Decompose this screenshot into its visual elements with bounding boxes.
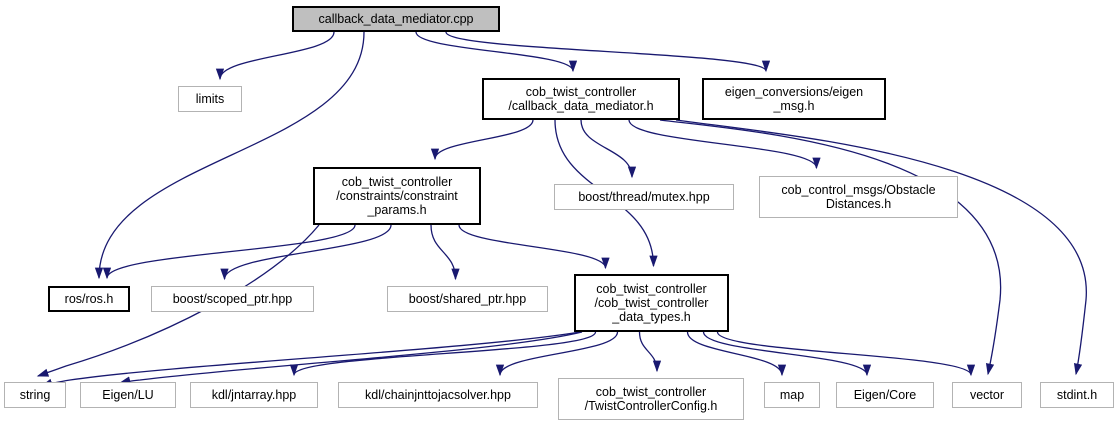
graph-node-stdint[interactable]: stdint.h bbox=[1040, 382, 1114, 408]
graph-edge-cdmh-to-cparams bbox=[430, 119, 534, 161]
graph-edge-cparams-to-rosros bbox=[102, 224, 356, 280]
graph-edge-cdmh-to-obstacle bbox=[628, 119, 821, 170]
graph-edge-cdmh-to-mutex bbox=[580, 119, 637, 179]
graph-node-cparams[interactable]: cob_twist_controller /constraints/constr… bbox=[313, 167, 481, 225]
graph-edge-cparams-to-datatypes bbox=[458, 224, 610, 270]
graph-node-jntarray[interactable]: kdl/jntarray.hpp bbox=[190, 382, 318, 408]
graph-edge-cdmh-to-stdint bbox=[675, 119, 1087, 376]
graph-edge-datatypes-to-twistcfg bbox=[638, 331, 662, 373]
graph-node-twistcfg[interactable]: cob_twist_controller /TwistControllerCon… bbox=[558, 378, 744, 420]
graph-edge-root-to-eigenmsg bbox=[445, 31, 770, 73]
graph-edge-cdmh-to-vector bbox=[659, 119, 1002, 376]
graph-node-mutex[interactable]: boost/thread/mutex.hpp bbox=[554, 184, 734, 210]
graph-node-jacsolver[interactable]: kdl/chainjnttojacsolver.hpp bbox=[338, 382, 538, 408]
graph-node-eigenmsg[interactable]: eigen_conversions/eigen _msg.h bbox=[702, 78, 886, 120]
graph-node-scopedptr[interactable]: boost/scoped_ptr.hpp bbox=[151, 286, 314, 312]
graph-node-eigencore[interactable]: Eigen/Core bbox=[836, 382, 934, 408]
graph-node-vector[interactable]: vector bbox=[952, 382, 1022, 408]
graph-node-sharedptr[interactable]: boost/shared_ptr.hpp bbox=[387, 286, 548, 312]
graph-edge-cparams-to-scopedptr bbox=[220, 224, 392, 281]
graph-edge-datatypes-to-vector bbox=[716, 331, 976, 377]
graph-edge-cparams-to-sharedptr bbox=[430, 224, 460, 281]
graph-edge-datatypes-to-map bbox=[686, 331, 787, 377]
graph-edge-datatypes-to-string bbox=[40, 331, 581, 387]
graph-edge-datatypes-to-eigenlu bbox=[118, 331, 583, 385]
graph-node-obstacle[interactable]: cob_control_msgs/Obstacle Distances.h bbox=[759, 176, 958, 218]
graph-node-rosros[interactable]: ros/ros.h bbox=[48, 286, 130, 312]
graph-node-string[interactable]: string bbox=[4, 382, 66, 408]
graph-node-cdmh[interactable]: cob_twist_controller /callback_data_medi… bbox=[482, 78, 680, 120]
graph-edge-root-to-limits bbox=[215, 31, 335, 81]
graph-edge-cparams-to-string bbox=[36, 224, 320, 377]
graph-node-root[interactable]: callback_data_mediator.cpp bbox=[292, 6, 500, 32]
graph-edge-datatypes-to-jacsolver bbox=[495, 331, 619, 377]
graph-node-map[interactable]: map bbox=[764, 382, 820, 408]
graph-edge-datatypes-to-eigencore bbox=[702, 331, 872, 377]
graph-edge-root-to-rosros bbox=[94, 31, 365, 280]
graph-node-datatypes[interactable]: cob_twist_controller /cob_twist_controll… bbox=[574, 274, 729, 332]
graph-node-eigenlu[interactable]: Eigen/LU bbox=[80, 382, 176, 408]
graph-edge-datatypes-to-jntarray bbox=[289, 331, 597, 377]
graph-node-limits[interactable]: limits bbox=[178, 86, 242, 112]
graph-edge-root-to-cdmh bbox=[415, 31, 578, 73]
